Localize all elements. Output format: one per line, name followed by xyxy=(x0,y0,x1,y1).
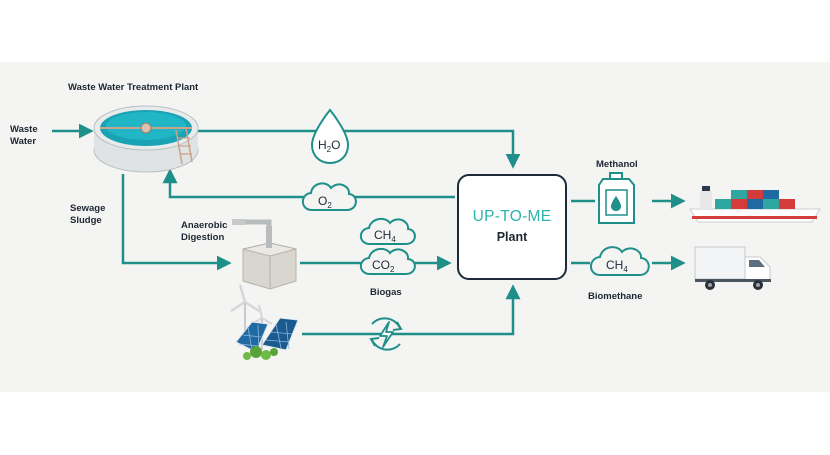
container-ship-icon xyxy=(689,186,821,223)
methane-cloud-icon: CH4 xyxy=(359,217,416,245)
water-flow-arrow xyxy=(195,129,521,169)
co2-cloud-icon: CO2 xyxy=(359,247,416,275)
waste-water-label: Waste Water xyxy=(10,124,38,147)
sludge-arrow xyxy=(121,174,232,271)
biomethane-cloud-icon: CH4 xyxy=(590,246,650,276)
methanol-label: Methanol xyxy=(596,159,638,170)
water-formula: H2O xyxy=(318,138,340,154)
clarifier-tank-icon xyxy=(93,105,199,173)
renewable-energy-icon xyxy=(369,317,403,351)
up-to-me-plant-box: UP-TO-ME Plant xyxy=(457,174,567,280)
renewable-energy-arrow xyxy=(302,284,521,336)
methane-formula: CH4 xyxy=(374,228,396,244)
biomethane-formula: CH4 xyxy=(606,258,628,274)
delivery-truck-icon xyxy=(694,246,771,290)
oxygen-cloud-icon: O2 xyxy=(301,182,357,211)
sewage-sludge-label: Sewage Sludge xyxy=(70,203,106,226)
co2-formula: CO2 xyxy=(372,258,395,274)
plant-subtitle: Plant xyxy=(496,230,528,244)
anaerobic-digestion-label: Anaerobic Digestion xyxy=(181,220,228,243)
solar-wind-icon xyxy=(230,284,299,360)
digester-tank-icon xyxy=(232,219,297,290)
oxygen-return-arrow xyxy=(162,168,455,199)
biogas-label: Biogas xyxy=(370,287,402,298)
plant-brand-title: UP-TO-ME xyxy=(472,208,552,225)
biomethane-label: Biomethane xyxy=(588,291,643,302)
oxygen-formula: O2 xyxy=(318,194,332,210)
flow-arrows xyxy=(52,123,686,336)
treatment-plant-label: Waste Water Treatment Plant xyxy=(68,82,199,93)
water-droplet-icon: H2O xyxy=(310,108,350,165)
methanol-canister-icon xyxy=(598,172,635,224)
